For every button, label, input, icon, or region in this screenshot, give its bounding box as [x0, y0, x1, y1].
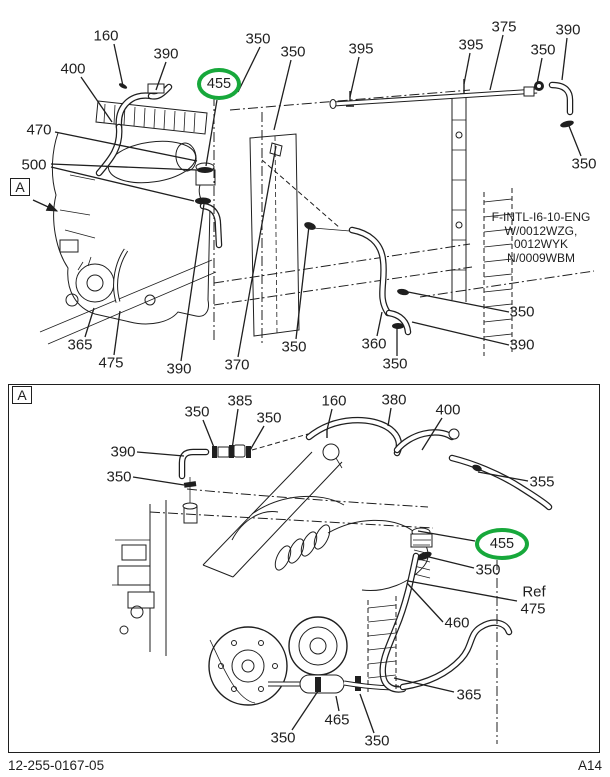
callout-390: 390 [110, 443, 136, 461]
callout-360: 360 [361, 335, 387, 353]
leader-line [273, 59, 292, 131]
top-engine-sketch [39, 83, 223, 345]
leader-line [376, 311, 383, 337]
highlight-oval-455: 455 [475, 528, 529, 560]
callout-460: 460 [444, 614, 470, 632]
leader-line [295, 225, 310, 340]
doc-number: 12-255-0167-05 [8, 758, 105, 773]
callout-390: 390 [555, 21, 581, 39]
bottom-panel-frame [8, 384, 600, 753]
callout-365: 365 [67, 336, 93, 354]
leader-line [80, 76, 113, 123]
leader-line [180, 203, 205, 362]
callout-350: 350 [184, 403, 210, 421]
callout-355: 355 [529, 473, 555, 491]
leader-line [463, 52, 471, 85]
highlight-oval-455: 455 [197, 68, 241, 100]
leader-line [50, 163, 198, 171]
callout-375: 375 [491, 18, 517, 36]
leader-line [113, 310, 121, 356]
leader-line [84, 307, 95, 338]
callout-370: 370 [224, 356, 250, 374]
leader-line [205, 99, 218, 167]
page-ref: A14 [577, 758, 602, 773]
leader-line [237, 145, 277, 358]
callout-350: 350 [270, 729, 296, 747]
callout-390: 390 [166, 360, 192, 378]
leader-line [349, 56, 360, 98]
leader-line [50, 166, 195, 202]
callout-350: 350 [382, 355, 408, 373]
note-line: W/0012WZG, [504, 223, 578, 238]
callout-350: 350 [281, 338, 307, 356]
callout-350: 350 [364, 732, 390, 750]
leader-line [237, 46, 261, 93]
engine-application-note: F-INTL-I6-10-ENG W/0012WZG, 0012WYK N/00… [479, 210, 603, 265]
callout-470: 470 [26, 121, 52, 139]
callout-365: 365 [456, 686, 482, 704]
leader-line [155, 61, 167, 91]
callout-350: 350 [245, 30, 271, 48]
callout-400: 400 [60, 60, 86, 78]
callout-465: 465 [324, 711, 350, 729]
leader-line [536, 57, 543, 85]
leader-line [411, 321, 510, 346]
leader-line [113, 43, 124, 87]
note-line: 0012WYK [513, 237, 569, 251]
callout-500: 500 [21, 156, 47, 174]
note-line: F-INTL-I6-10-ENG [491, 210, 591, 224]
callout-400: 400 [435, 401, 461, 419]
callout-350: 350 [256, 409, 282, 427]
view-a-arrow [32, 199, 59, 212]
callout-475: 475 [520, 600, 546, 618]
callout-395: 395 [348, 40, 374, 58]
callout-395: 395 [458, 36, 484, 54]
callout-350: 350 [530, 41, 556, 59]
note-line: N/0009WBM [506, 250, 576, 265]
callout-350: 350 [280, 43, 306, 61]
leader-line [402, 290, 510, 313]
callout-160: 160 [321, 392, 347, 410]
callout-380: 380 [381, 391, 407, 409]
leader-line [568, 125, 582, 157]
callout-350: 350 [571, 155, 597, 173]
callout-390: 390 [153, 45, 179, 63]
callout-350: 350 [475, 561, 501, 579]
callout-ref: Ref [522, 583, 546, 601]
view-a-tag-bottom: A [12, 386, 32, 404]
callout-160: 160 [93, 27, 119, 45]
callout-390: 390 [509, 336, 535, 354]
callout-350: 350 [509, 303, 535, 321]
callout-350: 350 [106, 468, 132, 486]
leader-line [489, 34, 504, 91]
callout-385: 385 [227, 392, 253, 410]
callout-475: 475 [98, 354, 124, 372]
leader-line [54, 131, 198, 162]
view-a-tag-top: A [10, 178, 30, 196]
leader-line [561, 37, 568, 81]
